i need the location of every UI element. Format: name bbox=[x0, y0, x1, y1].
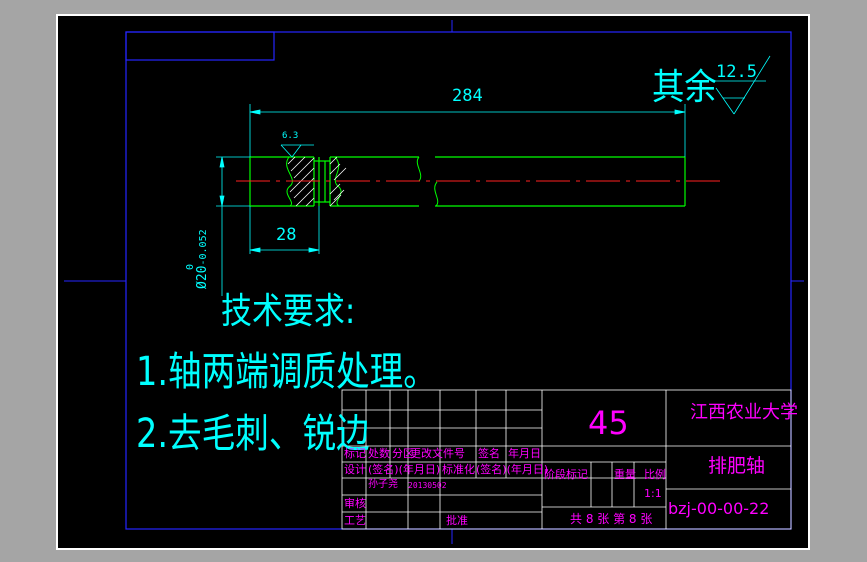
dim-diameter-tolerance-upper: 0 bbox=[185, 263, 196, 270]
title-material: 45 bbox=[588, 404, 629, 442]
label-scale: 比例 bbox=[644, 468, 666, 481]
dim-local-roughness: 6.3 bbox=[282, 131, 299, 141]
tech-requirements-title: 技术要求: bbox=[221, 291, 356, 332]
label-change-doc: 更改文件号 bbox=[410, 447, 465, 460]
label-sign-date: (签名)(年月日) bbox=[368, 463, 441, 476]
designer-name: 孙子尧 bbox=[368, 479, 398, 490]
title-drawing-number: bzj-00-00-22 bbox=[668, 499, 770, 518]
label-standardization: 标准化 bbox=[442, 463, 475, 476]
dim-diameter-value: Ø20 bbox=[195, 265, 210, 289]
label-weight: 重量 bbox=[614, 468, 636, 481]
label-signature: 签名 bbox=[478, 447, 500, 460]
label-zone: 分区 bbox=[392, 447, 414, 460]
label-count: 处数 bbox=[368, 447, 390, 460]
dim-diameter: Ø20-0.052 bbox=[195, 229, 210, 289]
label-stage-mark: 阶段标记 bbox=[544, 468, 588, 481]
tech-requirement-1: 1.轴两端调质处理。 bbox=[136, 349, 437, 395]
label-approve: 批准 bbox=[446, 514, 468, 527]
tech-requirement-2: 2.去毛刺、锐边 bbox=[136, 411, 370, 457]
dimension-lines bbox=[216, 55, 771, 296]
designer-id: 20130502 bbox=[408, 481, 447, 490]
cad-drawing-canvas bbox=[56, 14, 810, 550]
title-sheet-info: 共 8 张 第 8 张 bbox=[570, 512, 653, 526]
title-scale-value: 1:1 bbox=[644, 487, 662, 500]
roughness-note-label: 其余 bbox=[652, 67, 717, 108]
dim-diameter-tolerance: -0.052 bbox=[198, 229, 209, 266]
break-lines bbox=[286, 156, 439, 207]
drawing-viewport[interactable]: 284 28 6.3 Ø20-0.052 0 其余 12.5 技术要求: 1.轴… bbox=[56, 14, 810, 550]
section-hatch bbox=[287, 156, 347, 207]
roughness-note-value: 12.5 bbox=[716, 62, 757, 82]
title-university: 江西农业大学 bbox=[690, 402, 798, 423]
title-block-grid bbox=[341, 389, 792, 530]
label-date: 年月日 bbox=[508, 447, 541, 460]
viewport-border bbox=[56, 14, 810, 550]
label-review: 审核 bbox=[344, 497, 366, 510]
label-mark: 标记 bbox=[344, 447, 366, 460]
label-sign-date-2: (签名)(年月日) bbox=[476, 463, 549, 476]
dim-shoulder-length: 28 bbox=[276, 225, 297, 245]
label-process: 工艺 bbox=[344, 514, 366, 527]
inner-frame bbox=[125, 31, 275, 61]
label-design: 设计 bbox=[344, 463, 366, 476]
title-part-name: 排肥轴 bbox=[708, 455, 766, 477]
dim-overall-length: 284 bbox=[452, 86, 483, 106]
